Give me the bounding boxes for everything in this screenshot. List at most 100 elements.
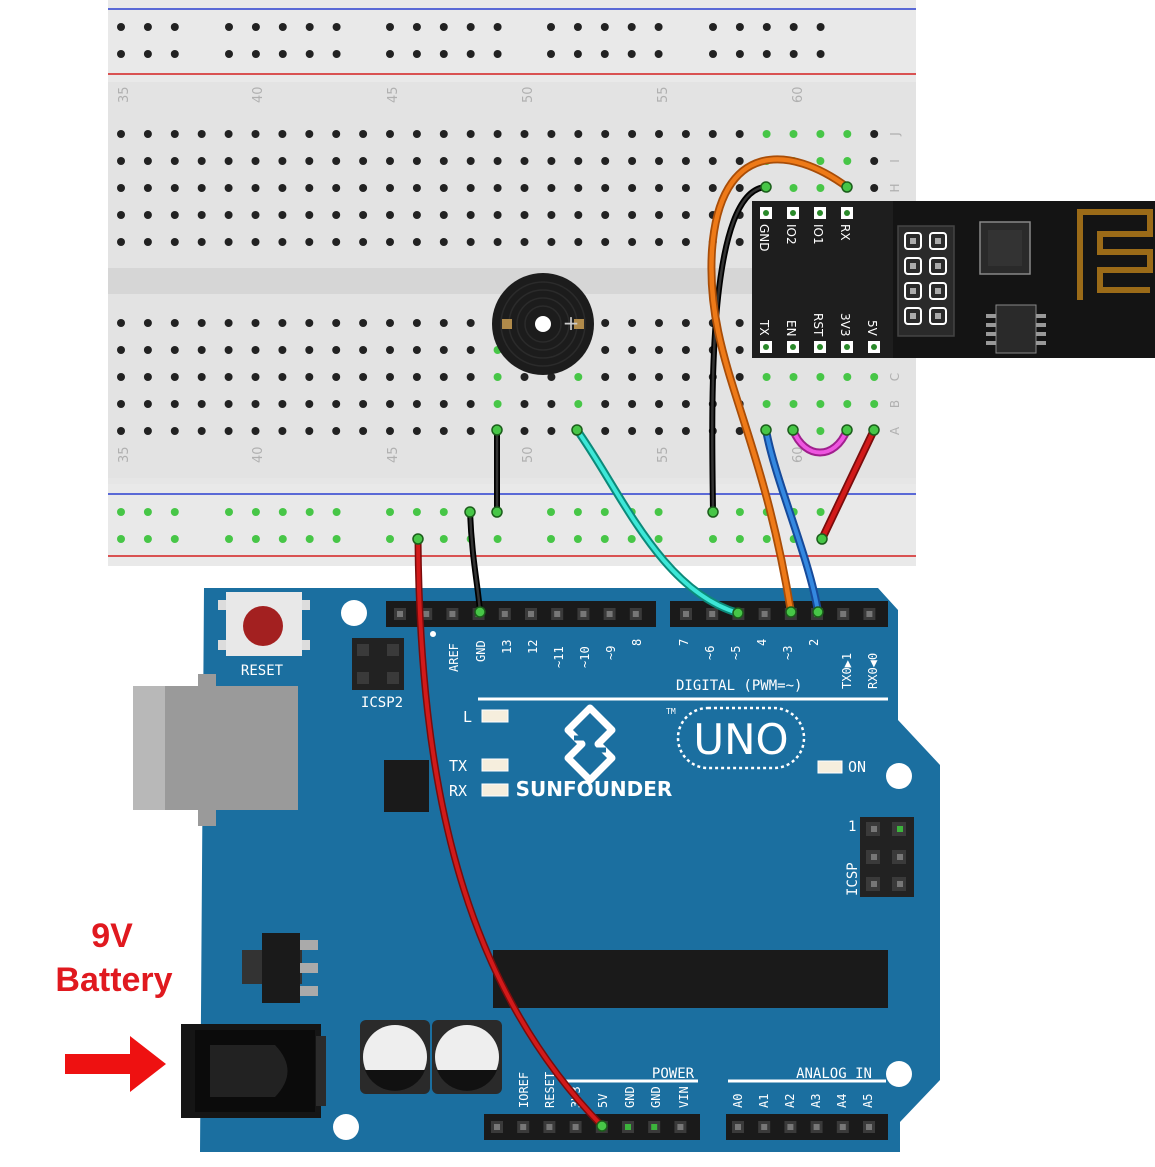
breadboard-hole [224, 373, 233, 381]
breadboard-hole [655, 346, 663, 354]
breadboard-hole [628, 400, 637, 408]
header-pin [449, 611, 456, 617]
module-pin-rx: RX [838, 224, 852, 241]
rail-hole [439, 23, 448, 31]
module-pins [760, 207, 880, 353]
breadboard-hole [224, 346, 233, 354]
rail-hole [143, 508, 152, 516]
breadboard-hole [251, 211, 260, 219]
wire-end [491, 506, 503, 518]
uno-label: UNO [693, 715, 788, 764]
dc-power-jack[interactable] [181, 1024, 326, 1118]
breadboard-hole [547, 373, 556, 381]
breadboard-hole [762, 373, 771, 381]
rail-hole [439, 535, 448, 543]
breadboard-hole [601, 373, 610, 381]
breadboard-hole [386, 130, 394, 138]
header-pin [494, 1124, 500, 1130]
rail-hole [573, 535, 582, 543]
breadboard-hole [466, 130, 475, 138]
wire-end [760, 181, 772, 193]
breadboard-hole [251, 373, 260, 381]
breadboard-hole [681, 184, 690, 192]
breadboard-hole [655, 211, 663, 219]
rail-hole [143, 535, 152, 543]
pin-2: 2 [807, 639, 821, 646]
breadboard-hole [466, 427, 475, 435]
rail-hole [709, 23, 717, 31]
header-pin [683, 611, 689, 617]
breadboard-hole [870, 400, 879, 408]
module-pin-5v: 5V [865, 320, 879, 337]
breadboard-hole [278, 130, 287, 138]
header-pin [840, 611, 847, 617]
rail-hole [170, 508, 179, 516]
led-rx [481, 783, 509, 797]
capacitor-1 [360, 1020, 430, 1094]
breadboard-hole [466, 373, 475, 381]
rail-hole [225, 508, 233, 516]
rail-hole [547, 23, 555, 31]
breadboard-hole [143, 184, 152, 192]
rail-hole [735, 535, 744, 543]
breadboard-hole [197, 319, 206, 327]
rail-hole [493, 535, 502, 543]
wire-end [412, 533, 424, 545]
rail-hole [305, 50, 314, 58]
rail-hole [225, 23, 233, 31]
breadboard-hole [359, 184, 368, 192]
breadboard-hole [493, 157, 502, 165]
breadboard-hole [439, 319, 448, 327]
breadboard-hole [708, 184, 717, 192]
uno-tm: TM [666, 707, 676, 716]
pin-7: 7 [677, 639, 691, 646]
breadboard-hole [628, 130, 637, 138]
breadboard-hole [574, 157, 583, 165]
header-pin [572, 1124, 579, 1130]
rail-hole [170, 23, 179, 31]
breadboard-hole [197, 373, 206, 381]
rail-hole [332, 23, 341, 31]
wire-end [596, 1120, 608, 1132]
pin-gnd-digital: GND [474, 640, 488, 662]
breadboard-hole [386, 211, 394, 219]
led-tx-label: TX [449, 757, 467, 775]
breadboard-hole [628, 184, 637, 192]
breadboard-hole [655, 238, 663, 246]
rail-hole [143, 50, 152, 58]
breadboard-hole [412, 427, 421, 435]
breadboard-hole [117, 238, 125, 246]
breadboard-hole [143, 211, 152, 219]
breadboard-hole [601, 157, 610, 165]
breadboard-hole [197, 238, 206, 246]
breadboard-hole [170, 319, 179, 327]
rail-hole [493, 50, 502, 58]
reset-button[interactable] [218, 592, 310, 656]
rail-hole [573, 50, 582, 58]
pin-reset: RESET [543, 1072, 557, 1108]
breadboard-hole [681, 400, 690, 408]
rail-hole [816, 23, 825, 31]
breadboard-hole [816, 130, 825, 138]
breadboard-hole [466, 238, 475, 246]
rail-hole [117, 23, 125, 31]
breadboard-hole [197, 400, 206, 408]
breadboard-hole [520, 238, 529, 246]
breadboard-hole [359, 373, 368, 381]
rail-hole [251, 50, 260, 58]
analog-header [726, 1114, 888, 1140]
breadboard-hole [332, 157, 341, 165]
breadboard-hole [789, 184, 798, 192]
led-rx-label: RX [449, 782, 467, 800]
pin-a0: A0 [731, 1094, 745, 1108]
battery-label-line1: 9V [91, 917, 133, 955]
rail-hole [386, 508, 394, 516]
breadboard-hole [386, 157, 394, 165]
rail-hole [251, 23, 260, 31]
breadboard-hole [170, 157, 179, 165]
rail-hole [170, 50, 179, 58]
breadboard-hole [278, 184, 287, 192]
rail-hole [627, 535, 636, 543]
rail-hole [762, 535, 771, 543]
breadboard-hole [816, 184, 825, 192]
